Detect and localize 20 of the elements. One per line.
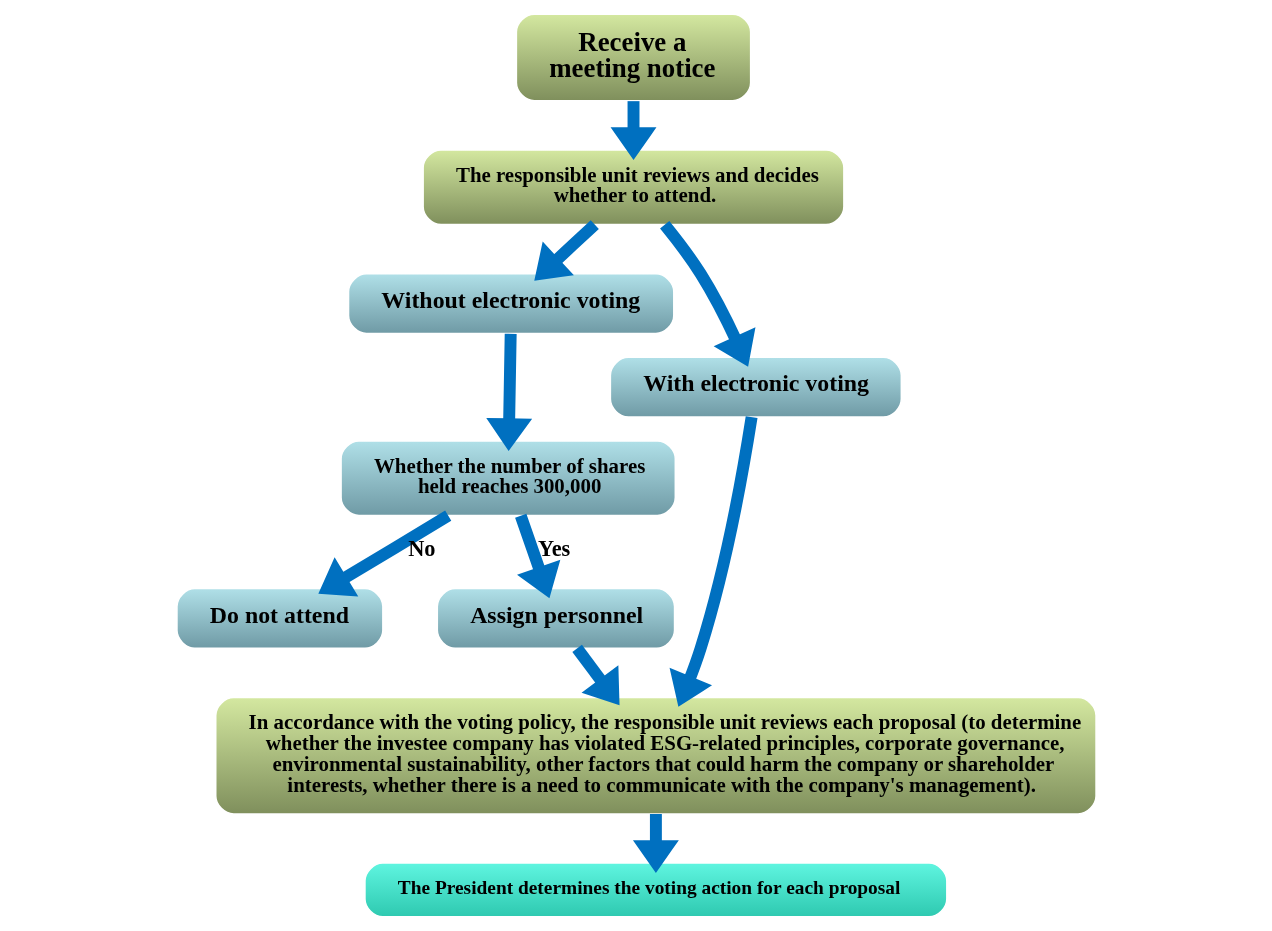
arrow xyxy=(632,814,679,873)
arrow xyxy=(533,220,599,281)
arrow xyxy=(571,644,620,706)
node-box: Do not attend xyxy=(175,587,384,649)
arrow xyxy=(659,221,755,367)
node-box: In accordance with the voting policy, the responsible unit reviews each proposal (to determine whether the investee company has violated ESG-related principles, corporate governance, environmental sustainability, other factors that could harm the company or shareholder interests, whether there is a need to communicate with the company's management). xyxy=(214,696,1097,815)
node-box: Whether the number of shares held reaches 300,000 xyxy=(339,440,676,517)
arrow xyxy=(485,333,532,452)
arrow xyxy=(514,513,560,599)
arrow xyxy=(317,510,451,597)
node-box: Assign personnel xyxy=(436,587,675,649)
arrow xyxy=(669,416,757,707)
node-box: With electronic voting xyxy=(609,356,902,418)
edge-label: No xyxy=(407,535,436,561)
node-box: Receive a meeting notice xyxy=(515,13,751,102)
edge-label: Yes xyxy=(537,535,570,561)
node-box: Without electronic voting xyxy=(347,273,675,335)
node-box: The responsible unit reviews and decides whether to attend. xyxy=(421,149,845,226)
arrow xyxy=(610,101,656,161)
node-box: The President determines the voting action for each proposal xyxy=(363,862,948,918)
